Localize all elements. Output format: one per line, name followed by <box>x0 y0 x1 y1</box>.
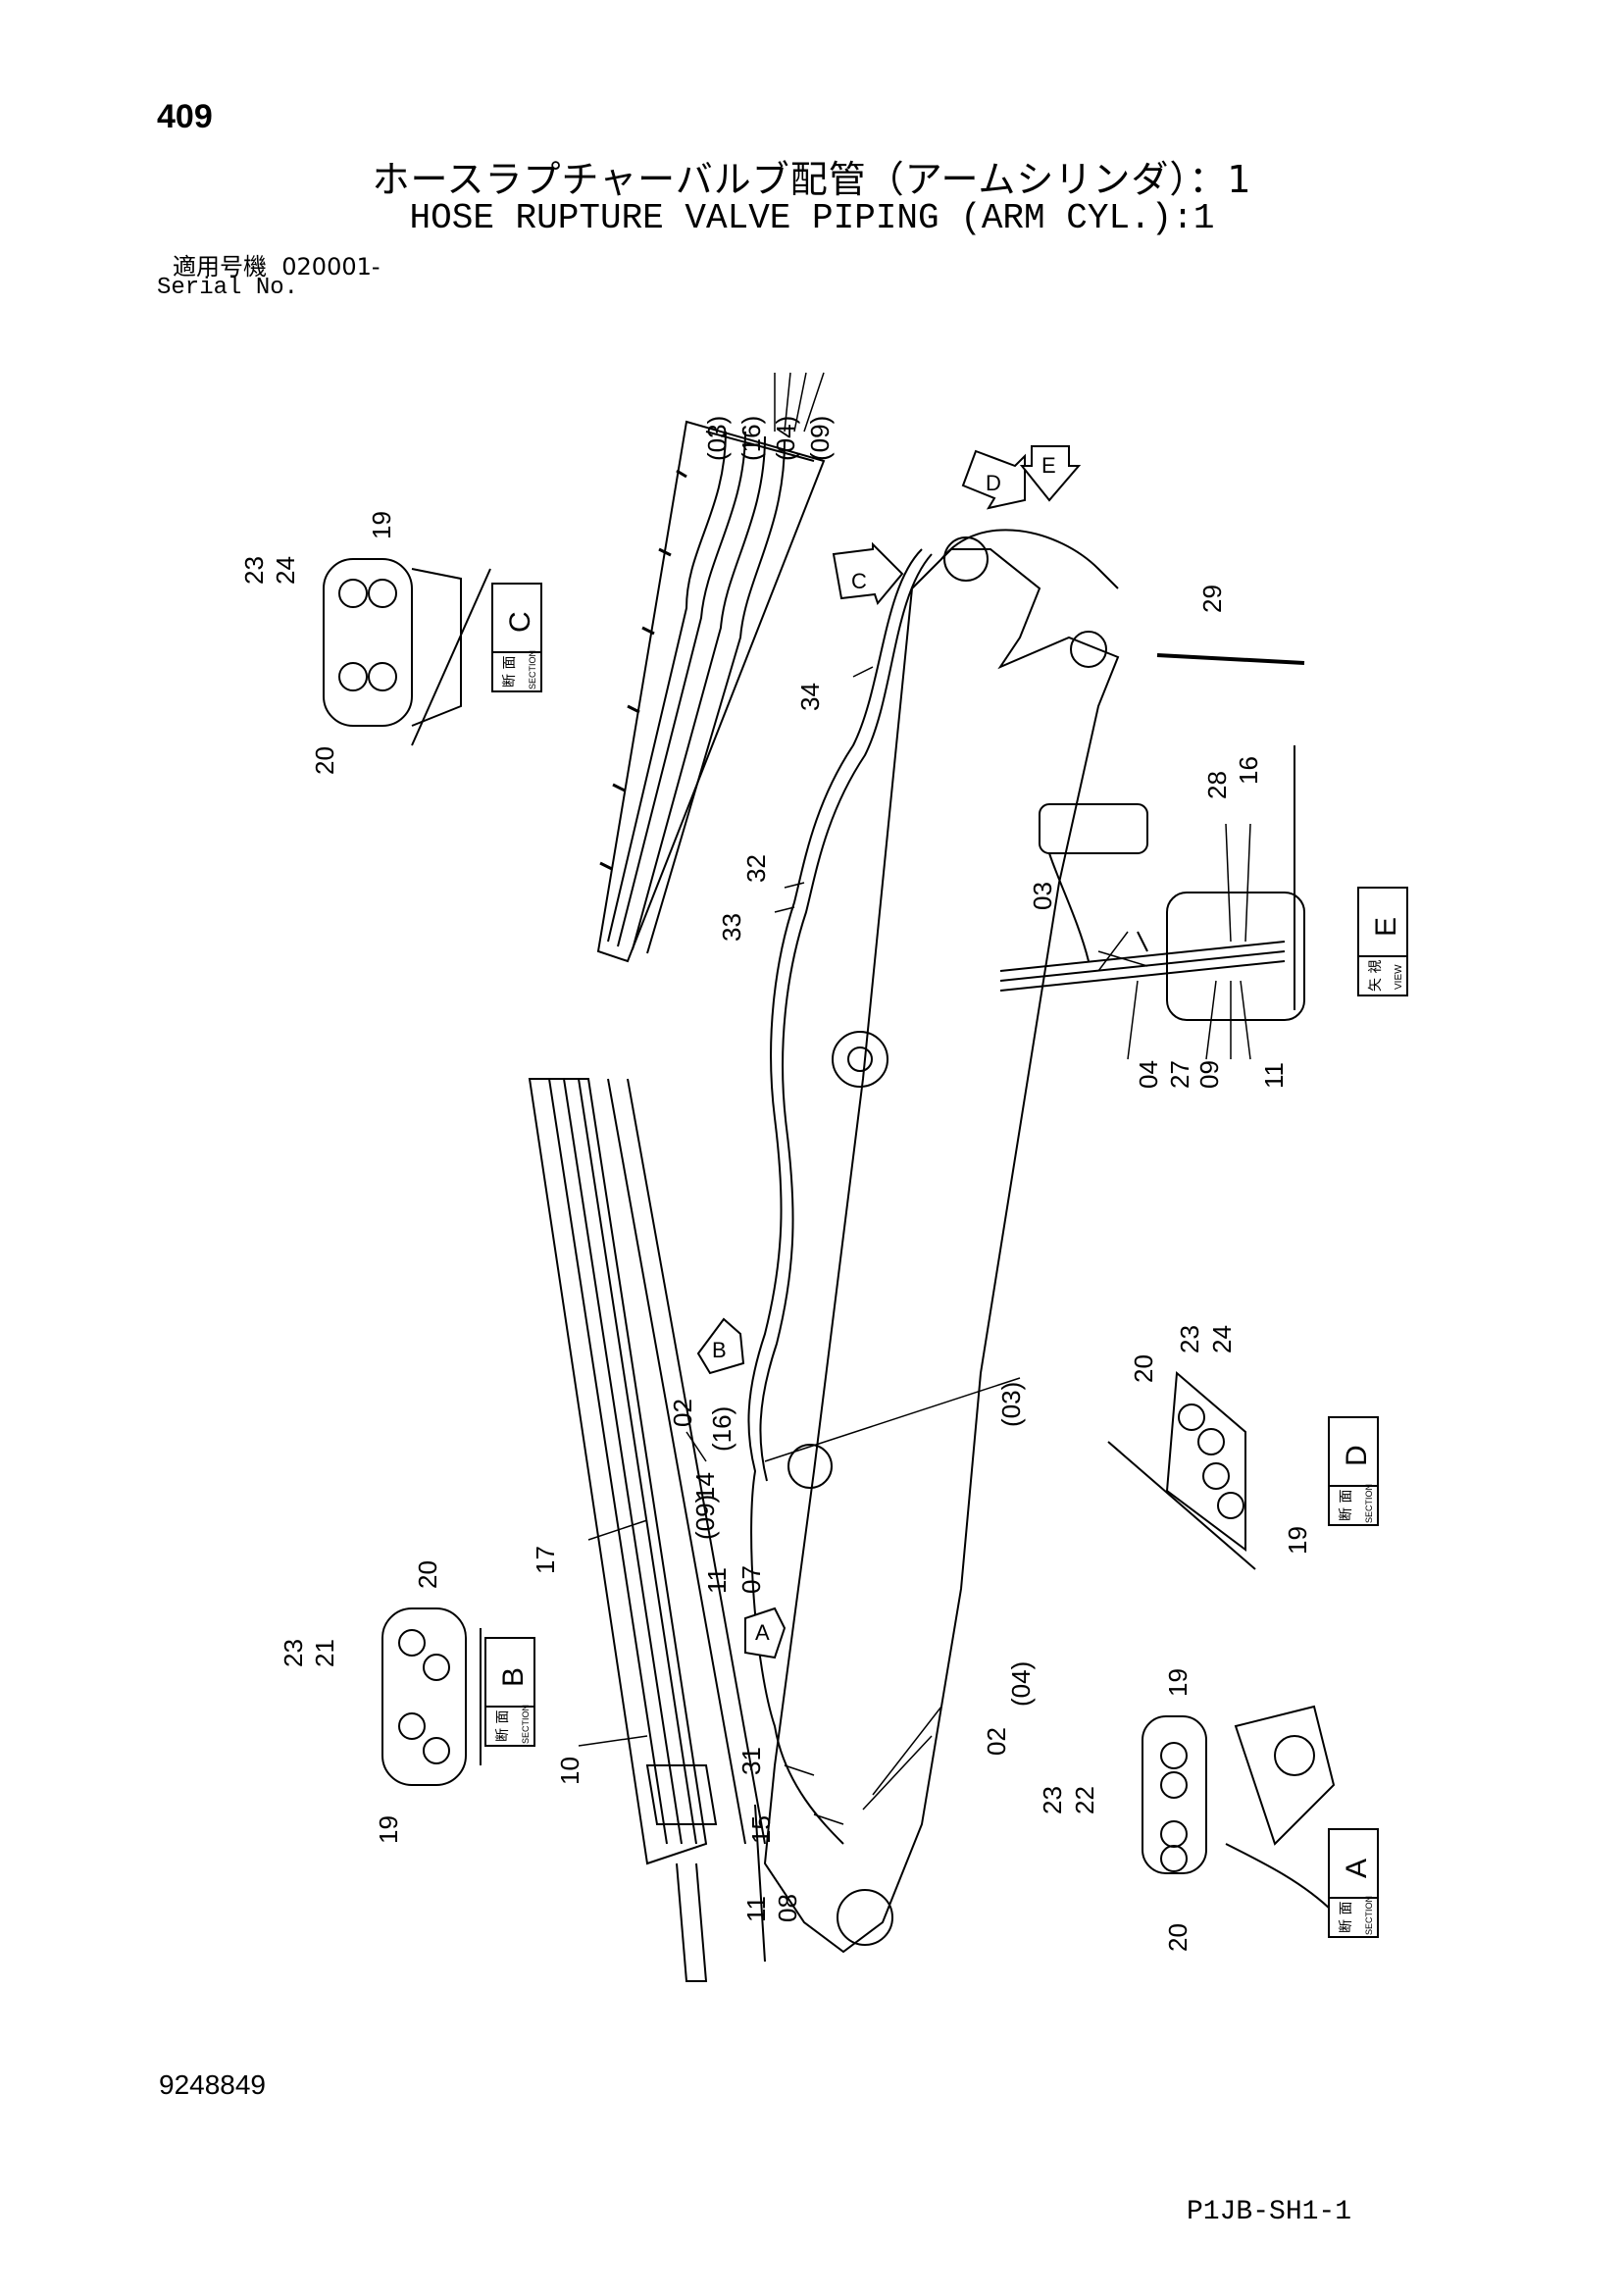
serial-label-japanese: 適用号機 <box>173 253 267 281</box>
svg-text:矢 視: 矢 視 <box>1368 960 1384 992</box>
svg-text:SECTION: SECTION <box>528 650 537 689</box>
view-arrow-b: B <box>696 1317 745 1375</box>
callout-top-04: (04) <box>771 416 800 461</box>
callout-e-28: 28 <box>1202 771 1232 799</box>
callout-02-upper: 02 <box>668 1399 697 1427</box>
part-29 <box>1156 653 1305 665</box>
callout-16-mid: (16) <box>707 1406 736 1452</box>
callout-top-09: (09) <box>805 416 835 461</box>
callout-a-22: 22 <box>1070 1786 1099 1814</box>
page-title-english: HOSE RUPTURE VALVE PIPING (ARM CYL.):1 <box>409 198 1215 238</box>
reference-code: P1JB-SH1-1 <box>1187 2197 1352 2227</box>
callout-29: 29 <box>1197 585 1227 613</box>
callout-e-16: 16 <box>1234 756 1263 785</box>
callout-e-09: 09 <box>1194 1060 1224 1089</box>
section-box-d: 断 面 SECTION D <box>1328 1416 1379 1526</box>
arm-detail-lower <box>528 1078 766 1982</box>
view-arrow-b-label: B <box>712 1338 727 1362</box>
callout-e-11: 11 <box>1259 1062 1289 1089</box>
callout-d-24: 24 <box>1207 1325 1237 1353</box>
svg-text:SECTION: SECTION <box>521 1705 531 1744</box>
view-arrow-c: C <box>832 541 904 606</box>
page-title-japanese: ホースラプチャーバルブ配管（アームシリンダ）：1 <box>372 158 1252 201</box>
callout-02-lower: 02 <box>982 1727 1011 1756</box>
callout-11-mid: 11 <box>702 1567 732 1594</box>
hose-route <box>747 529 1119 1845</box>
callout-top-16: (16) <box>736 416 766 461</box>
svg-text:E: E <box>1370 917 1402 937</box>
callout-e-27: 27 <box>1165 1060 1194 1089</box>
callout-a-23: 23 <box>1038 1786 1067 1814</box>
callout-10: 10 <box>555 1757 584 1785</box>
view-arrow-e: E <box>1019 445 1082 502</box>
arm-body <box>763 536 1120 1954</box>
view-arrow-c-label: C <box>851 569 867 593</box>
section-box-b: 断 面 SECTION B <box>484 1637 535 1747</box>
svg-text:断 面: 断 面 <box>495 1710 511 1742</box>
callout-31: 31 <box>736 1747 766 1775</box>
callout-17: 17 <box>531 1546 560 1574</box>
section-c-crosssection <box>323 558 491 746</box>
svg-text:D: D <box>1341 1445 1373 1466</box>
callout-b-19: 19 <box>374 1815 403 1844</box>
svg-text:SECTION: SECTION <box>1364 1484 1374 1523</box>
view-arrow-d: D <box>961 449 1026 510</box>
arm-detail-upper <box>596 420 826 963</box>
callout-14: 14 <box>690 1472 720 1501</box>
svg-text:C: C <box>504 611 536 633</box>
callout-c-24: 24 <box>271 556 300 585</box>
view-arrow-a: A <box>744 1607 787 1659</box>
callout-b-21: 21 <box>310 1639 339 1667</box>
callout-04-lower: (04) <box>1006 1661 1036 1707</box>
view-arrow-d-label: D <box>986 471 1001 495</box>
callout-09-mid: (09) <box>690 1495 720 1540</box>
callout-c-19: 19 <box>367 511 396 539</box>
document-number: 9248849 <box>159 2069 267 2100</box>
callout-34: 34 <box>795 683 825 711</box>
callout-d-20: 20 <box>1129 1354 1158 1383</box>
callout-a-19: 19 <box>1163 1668 1193 1697</box>
page-number: 409 <box>157 98 213 135</box>
callout-a-20: 20 <box>1163 1923 1193 1952</box>
callout-33: 33 <box>717 913 746 942</box>
serial-value: 020001- <box>281 253 381 281</box>
callout-c-23: 23 <box>239 556 269 585</box>
callout-d-23: 23 <box>1175 1325 1204 1353</box>
callout-11-lower: 11 <box>741 1896 771 1922</box>
serial-label-english: Serial No. <box>157 275 299 301</box>
view-arrow-a-label: A <box>755 1620 770 1645</box>
callout-32: 32 <box>741 854 771 883</box>
serial-applicability: 適用号機 020001- <box>173 247 381 281</box>
section-a-crosssection <box>1142 1705 1336 1913</box>
callout-03-right: (03) <box>996 1382 1026 1427</box>
section-b-crosssection <box>381 1607 482 1786</box>
callout-e-04: 04 <box>1134 1060 1163 1089</box>
callout-c-20: 20 <box>310 746 339 775</box>
callout-b-20: 20 <box>413 1560 442 1589</box>
view-e-detail <box>999 745 1305 1021</box>
callout-d-19: 19 <box>1283 1526 1312 1555</box>
svg-text:断 面: 断 面 <box>1339 1490 1354 1521</box>
svg-text:A: A <box>1341 1859 1373 1878</box>
callout-07: 07 <box>736 1565 766 1594</box>
svg-text:SECTION: SECTION <box>1364 1896 1374 1935</box>
view-box-e: 矢 視 VIEW E <box>1357 887 1408 996</box>
callout-e-03: 03 <box>1028 882 1057 910</box>
callout-15: 15 <box>746 1815 776 1844</box>
svg-text:B: B <box>497 1667 530 1687</box>
svg-text:断 面: 断 面 <box>502 656 518 688</box>
svg-text:断 面: 断 面 <box>1339 1902 1354 1933</box>
callout-08: 08 <box>773 1894 802 1922</box>
svg-text:VIEW: VIEW <box>1394 964 1404 990</box>
callout-top-03: (03) <box>702 416 732 461</box>
view-arrow-e-label: E <box>1041 453 1056 478</box>
callout-b-23: 23 <box>279 1639 308 1667</box>
section-box-a: 断 面 SECTION A <box>1328 1828 1379 1938</box>
section-d-crosssection <box>1107 1370 1256 1570</box>
section-box-c: 断 面 SECTION C <box>491 583 542 692</box>
